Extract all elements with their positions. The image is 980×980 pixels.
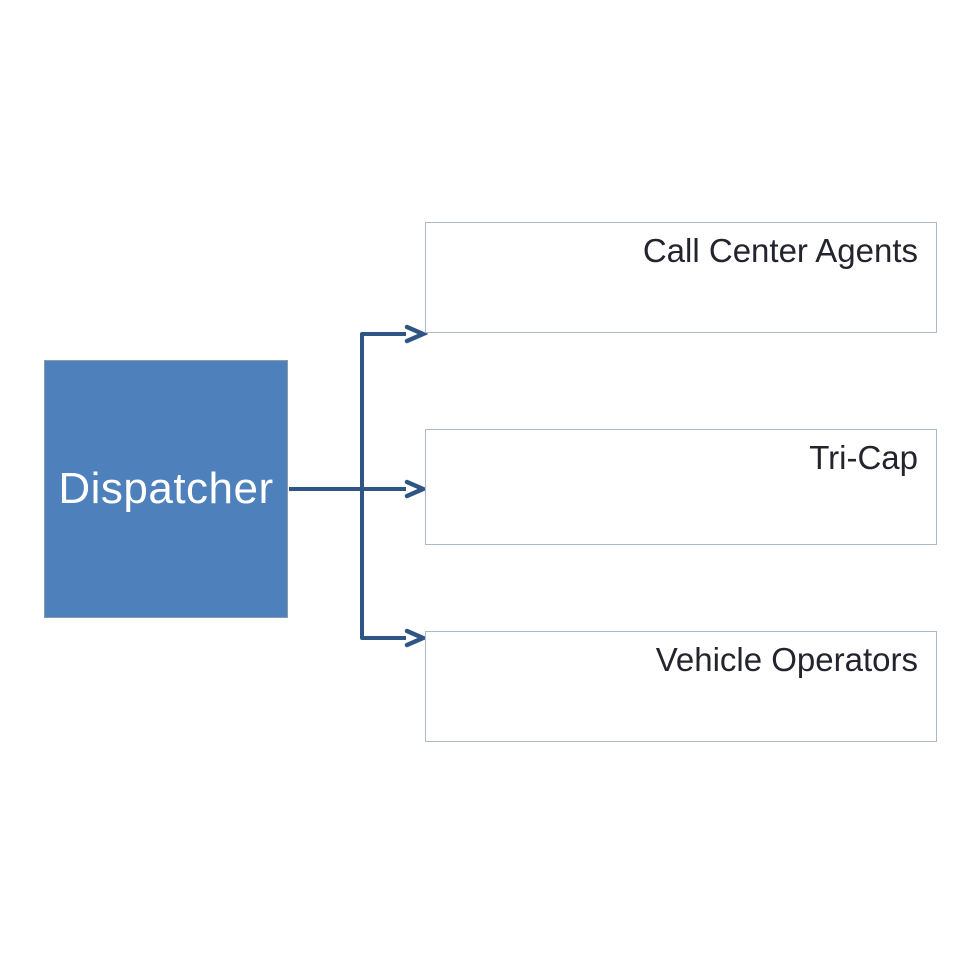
vehicle-operators-label: Vehicle Operators <box>655 641 918 678</box>
connector-dispatcher-to-vehicle-operators <box>360 489 406 638</box>
call-center-agents-label: Call Center Agents <box>642 232 918 269</box>
node-call-center-agents: Call Center Agents <box>425 222 937 333</box>
tri-cap-label: Tri-Cap <box>809 439 918 476</box>
dispatcher-label: Dispatcher <box>58 464 274 513</box>
node-vehicle-operators: Vehicle Operators <box>425 631 937 742</box>
connector-dispatcher-to-call-center-agents <box>360 334 406 489</box>
node-tri-cap: Tri-Cap <box>425 429 937 545</box>
dispatcher-node: Dispatcher <box>44 360 288 618</box>
